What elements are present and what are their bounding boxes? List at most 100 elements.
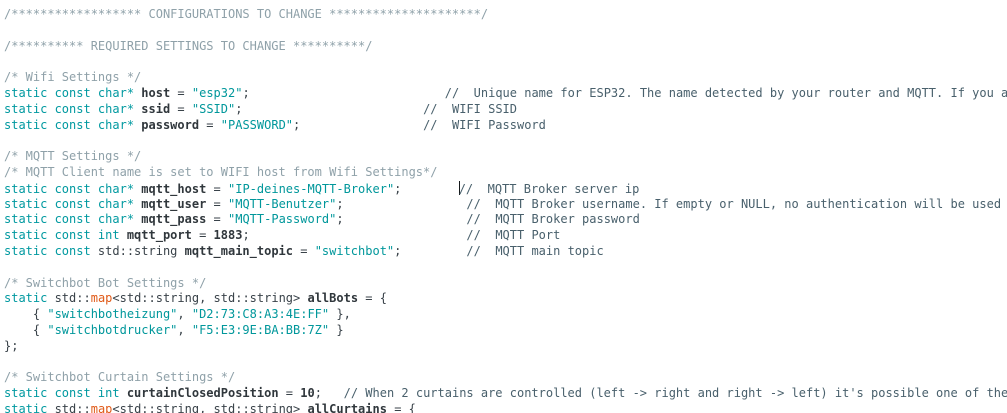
code-token-pl: }, — [329, 307, 351, 322]
code-token-pl: = — [206, 212, 228, 227]
code-token-id: ssid — [141, 101, 171, 116]
code-token-pl: std:: — [47, 401, 91, 413]
code-token-pl: { — [4, 322, 48, 337]
code-token-pl: = — [199, 117, 221, 132]
code-line-26: static std::map<std::string, std::string… — [4, 402, 1007, 413]
code-token-kw: static const char* — [4, 181, 135, 196]
code-token-cb: /* MQTT Settings */ — [4, 149, 142, 164]
code-line-19: static std::map<std::string, std::string… — [4, 291, 1007, 307]
code-token-pl: = — [191, 228, 214, 243]
code-token-cb: /* Switchbot Curtain Settings */ — [4, 370, 236, 385]
code-token-num: 10 — [300, 386, 315, 401]
code-line-8: static const char* password = "PASSWORD"… — [4, 118, 1007, 134]
code-token-id: host — [141, 85, 171, 100]
code-line-25: static const int curtainClosedPosition =… — [4, 386, 1007, 402]
code-line-5: /* Wifi Settings */ — [4, 70, 1007, 86]
code-line-14: static const char* mqtt_pass = "MQTT-Pas… — [4, 212, 1007, 228]
code-token-str: "switchbotdrucker" — [47, 322, 178, 337]
code-token-num: 1883 — [213, 228, 243, 243]
code-token-id: password — [141, 117, 200, 132]
code-token-cl: // MQTT Broker server ip — [458, 181, 640, 196]
code-token-kw: static const char* — [4, 101, 135, 116]
code-token-str: "MQTT-Benutzer" — [228, 196, 337, 211]
code-token-kw: static const char* — [4, 196, 135, 211]
code-token-kw: static const int — [4, 386, 120, 401]
code-token-pl: <std::string, std::string> — [112, 291, 308, 306]
code-token-pl: ; — [242, 85, 445, 100]
code-token-str: "D2:73:C8:A3:4E:FF" — [191, 307, 330, 322]
code-line-12: static const char* mqtt_host = "IP-deine… — [4, 180, 1007, 197]
code-token-pl: , — [177, 307, 192, 322]
code-token-pl: ; — [235, 101, 424, 116]
code-token-id: mqtt_host — [141, 181, 207, 196]
code-token-cl: // WIFI Password — [423, 117, 546, 132]
text-cursor — [459, 180, 461, 195]
code-line-2 — [4, 23, 1007, 39]
code-token-pl: ; — [394, 243, 467, 258]
code-token-str: "MQTT-Password" — [228, 212, 337, 227]
code-token-cl: // When 2 curtains are controlled (left … — [343, 386, 1007, 401]
code-token-fn: map — [90, 291, 113, 306]
code-line-24: /* Switchbot Curtain Settings */ — [4, 370, 1007, 386]
code-token-cb: /********** REQUIRED SETTINGS TO CHANGE … — [4, 38, 373, 53]
code-token-id: mqtt_pass — [141, 212, 207, 227]
code-token-kw: static const char* — [4, 85, 135, 100]
code-token-str: "esp32" — [191, 85, 243, 100]
code-token-pl: = — [206, 196, 228, 211]
code-token-pl: ; — [336, 196, 467, 211]
code-token-pl: ; — [394, 181, 460, 196]
code-token-pl: std:: — [47, 291, 91, 306]
code-token-kw: static — [4, 401, 48, 413]
code-line-17 — [4, 260, 1007, 276]
code-token-str: "SSID" — [191, 101, 236, 116]
code-line-16: static const std::string mqtt_main_topic… — [4, 244, 1007, 260]
code-token-id: mqtt_port — [126, 228, 192, 243]
code-token-pl: { — [4, 307, 48, 322]
code-token-cb: /* Switchbot Bot Settings */ — [4, 275, 207, 290]
code-line-10: /* MQTT Settings */ — [4, 149, 1007, 165]
code-line-4 — [4, 54, 1007, 70]
code-token-cl: // MQTT Broker username. If empty or NUL… — [466, 196, 1002, 211]
code-token-pl: ; — [314, 386, 344, 401]
code-line-13: static const char* mqtt_user = "MQTT-Ben… — [4, 197, 1007, 213]
code-token-pl: ; — [293, 117, 424, 132]
code-line-9 — [4, 133, 1007, 149]
code-token-str: "PASSWORD" — [220, 117, 294, 132]
code-line-18: /* Switchbot Bot Settings */ — [4, 276, 1007, 292]
code-token-pl: , — [177, 322, 192, 337]
code-token-id: allCurtains — [307, 401, 387, 413]
code-token-pl: = { — [358, 291, 387, 306]
code-token-pl: = — [206, 181, 228, 196]
code-token-cl: // WIFI SSID — [423, 101, 517, 116]
code-token-pl: ; — [336, 212, 467, 227]
code-token-pl — [120, 228, 127, 242]
code-token-cb: /****************** CONFIGURATIONS TO CH… — [4, 7, 489, 21]
code-line-23 — [4, 355, 1007, 371]
code-token-pl: = — [293, 243, 315, 258]
code-line-21: { "switchbotdrucker", "F5:E3:9E:BA:BB:7Z… — [4, 323, 1007, 339]
code-token-id: allBots — [307, 291, 359, 306]
code-token-str: "switchbotheizung" — [47, 307, 178, 322]
code-line-3: /********** REQUIRED SETTINGS TO CHANGE … — [4, 39, 1007, 55]
code-line-6: static const char* host = "esp32"; // Un… — [4, 86, 1007, 102]
code-token-cl: // MQTT main topic — [466, 243, 604, 258]
code-token-id: mqtt_user — [141, 196, 207, 211]
code-token-kw: static const char* — [4, 212, 135, 227]
code-token-fn: map — [90, 401, 113, 413]
code-token-id: mqtt_main_topic — [184, 243, 293, 258]
code-token-str: "F5:E3:9E:BA:BB:7Z" — [191, 322, 330, 337]
code-token-pl: = { — [386, 401, 416, 413]
code-line-15: static const int mqtt_port = 1883; // MQ… — [4, 228, 1007, 244]
code-line-22: }; — [4, 339, 1007, 355]
code-token-pl: std::string — [90, 243, 185, 258]
code-token-pl — [120, 386, 127, 400]
code-token-str: "switchbot" — [314, 243, 395, 258]
code-token-kw: static — [4, 291, 48, 306]
code-token-pl: = — [170, 101, 192, 116]
code-token-kw: static const — [4, 243, 91, 258]
code-line-11: /* MQTT Client name is set to WIFI host … — [4, 165, 1007, 181]
code-token-pl: = — [278, 386, 301, 401]
code-token-cb: /* Wifi Settings */ — [4, 70, 142, 85]
